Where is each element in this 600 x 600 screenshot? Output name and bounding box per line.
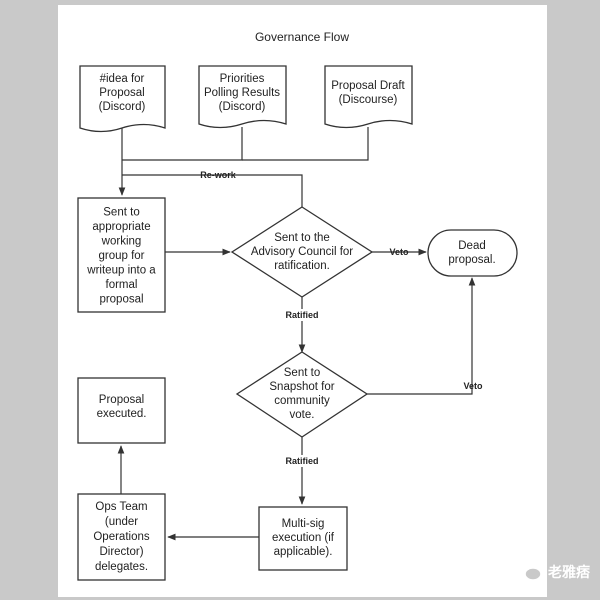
node-label-line: applicable). [274, 546, 333, 558]
node-label-line: Polling Results [204, 87, 280, 99]
node-label-line: vote. [290, 409, 315, 421]
node-label-line: executed. [97, 408, 147, 420]
node-label-line: Dead [458, 240, 486, 252]
node-label-line: #idea for [100, 73, 145, 85]
edge-label-veto-snapshot: Veto [463, 381, 483, 391]
node-working-group-label: Sent to appropriate working group for writeu… [86, 207, 156, 306]
node-label-line: (Discourse) [339, 94, 398, 106]
node-label-line: Sent to [284, 367, 320, 379]
node-label-line: writeup into a [86, 265, 156, 277]
node-executed-label: Proposal executed. [97, 394, 147, 420]
watermark: 老雅痞 [516, 562, 590, 582]
node-label-line: (under [105, 516, 138, 528]
node-working-group[interactable]: Sent to appropriate working group for writeu… [77, 197, 166, 313]
node-label-line: (Discord) [99, 101, 146, 113]
node-label-line: community [274, 395, 330, 407]
node-label-line: formal [106, 279, 138, 291]
node-label-line: delegates. [95, 561, 148, 573]
edge-label-rework: Re-work [200, 170, 237, 180]
node-label-line: proposal [99, 294, 143, 306]
node-multisig[interactable]: Multi-sig execution (if applicable). [258, 506, 348, 571]
edge-docs-to-working-group [118, 127, 369, 196]
diagram-title: Governance Flow [255, 30, 349, 44]
node-label-line: ratification. [274, 260, 330, 272]
edge-snapshot-veto [367, 277, 476, 395]
node-dead-label: Dead proposal. [448, 240, 495, 266]
node-label-line: Advisory Council for [251, 246, 353, 258]
node-snapshot[interactable]: Sent to Snapshot for community vote. [235, 351, 369, 438]
node-snapshot-label: Sent to Snapshot for community vote. [269, 367, 334, 421]
node-multisig-label: Multi-sig execution (if applicable). [272, 518, 335, 558]
node-label-line: Proposal [99, 394, 144, 406]
node-label-line: Director) [99, 546, 143, 558]
node-label-line: working [101, 236, 142, 248]
node-label-line: Snapshot for [269, 381, 334, 393]
node-label-line: Sent to the [274, 232, 330, 244]
node-label-line: (Discord) [219, 101, 266, 113]
node-draft-label: Proposal Draft (Discourse) [331, 80, 405, 106]
node-label-line: proposal. [448, 254, 495, 266]
wechat-icon [516, 563, 542, 581]
edge-label-ratified-advisory: Ratified [285, 310, 318, 320]
node-executed[interactable]: Proposal executed. [77, 377, 166, 444]
node-label-line: Proposal Draft [331, 80, 405, 92]
node-label-line: Ops Team [95, 501, 147, 513]
node-label-line: Proposal [99, 87, 144, 99]
node-label-line: appropriate [92, 221, 150, 233]
node-label-line: group for [98, 250, 144, 262]
node-label-line: Sent to [103, 207, 139, 219]
node-label-line: Priorities [220, 73, 265, 85]
edge-label-veto-advisory: Veto [389, 247, 409, 257]
node-label-line: Operations [93, 531, 150, 543]
edge-label-ratified-snapshot: Ratified [285, 456, 318, 466]
edge-rework [122, 174, 303, 207]
node-label-line: execution (if [272, 532, 335, 544]
node-dead-proposal[interactable]: Dead proposal. [427, 229, 518, 277]
node-label-line: Multi-sig [282, 518, 325, 530]
node-draft[interactable]: Proposal Draft (Discourse) [324, 65, 413, 129]
watermark-text: 老雅痞 [548, 564, 590, 580]
